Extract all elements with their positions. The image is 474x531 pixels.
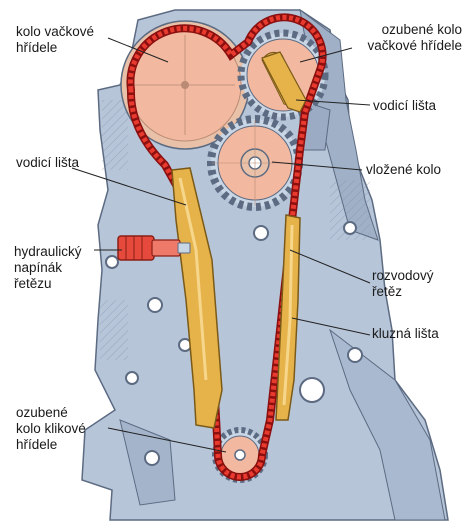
label-camshaft-sprocket: ozubené kolo vačkové hřídele [367,22,462,54]
label-slide-rail: kluzná lišta [372,326,439,342]
label-guide-rail-right: vodicí lišta [373,98,436,114]
label-guide-rail-left: vodicí lišta [16,155,79,171]
hydraulic-tensioner [118,236,190,260]
label-camshaft-wheel: kolo vačkové hřídele [16,24,94,56]
label-crankshaft-sprocket: ozubené kolo klikové hřídele [16,405,86,453]
label-hydraulic-tensioner: hydraulický napínák řetězu [14,244,82,292]
label-timing-chain: rozvodový řetěz [372,268,434,300]
label-idler-wheel: vložené kolo [366,162,441,178]
